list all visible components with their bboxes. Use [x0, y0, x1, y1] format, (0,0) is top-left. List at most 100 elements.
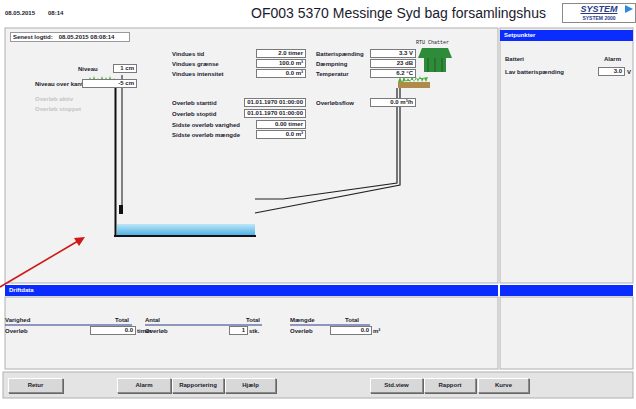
field-label: Niveau	[78, 66, 98, 73]
node-text: Kurve	[495, 382, 512, 388]
logo: SYSTEMSYSTEM 2000	[562, 3, 636, 23]
field-label: Vindues grænse	[172, 61, 219, 68]
field-label: Vindues intensitet	[172, 71, 224, 78]
field-label: Vindues tid	[172, 51, 204, 58]
node-text: Setpunkter	[504, 32, 535, 38]
value-field: -5 cm	[82, 79, 137, 88]
nav-button: Hjælp	[225, 378, 276, 393]
value-field: 1 cm	[113, 64, 137, 73]
basin-floor	[114, 235, 256, 237]
node-text: Senest logtid:	[13, 34, 53, 40]
value-field: 01.01.1970 01:00:00	[244, 109, 306, 118]
drift-band-right	[500, 285, 633, 296]
row-label: Overløb	[290, 328, 313, 335]
value-field: 3.3 V	[370, 49, 416, 58]
node-text: Std.view	[384, 382, 408, 388]
node-text: Driftdata	[9, 287, 34, 293]
field-label: Sidste overløb mængde	[172, 132, 240, 139]
field-label: Overløbsflow	[316, 100, 354, 107]
value-field: 0.0 m³	[256, 69, 306, 78]
drift-panel	[5, 297, 498, 369]
node-text: 1 cm	[120, 65, 134, 71]
button-bar	[3, 372, 633, 398]
panel-header: Setpunkter	[500, 30, 633, 41]
node-text: 01.01.1970 01:00:00	[247, 99, 303, 105]
node-text: 0.0	[125, 327, 133, 333]
row-label: stk.	[249, 328, 259, 335]
water	[117, 224, 255, 235]
node-text: 100.0 m³	[279, 60, 303, 66]
value-field: 0.0	[330, 326, 372, 335]
field-label: Overløb aktiv	[35, 96, 73, 103]
field-label: Niveau over kant	[35, 81, 83, 88]
node-text: SYSTEM	[563, 4, 635, 15]
value-field: 100.0 m³	[256, 59, 306, 68]
nav-button: Rapportering	[172, 378, 224, 393]
field-label: Lav batterispænding	[505, 69, 564, 76]
node-text: -5 cm	[118, 80, 134, 86]
unit-label: m³	[373, 328, 380, 335]
field-label: Overløb stoppet	[35, 106, 81, 113]
field-label: Dæmpning	[316, 61, 347, 68]
node-text: Rapportering	[179, 382, 217, 388]
field-label: Overløb starttid	[172, 100, 217, 107]
value-field: 0.0 m³/h	[370, 98, 416, 107]
drift-panel-right	[500, 297, 633, 369]
node-text: 1	[242, 327, 245, 333]
value-field: 23 dB	[370, 59, 416, 68]
node-subtext: 08.05.2015 08:08:14	[59, 34, 115, 40]
logo-triangle	[625, 5, 633, 13]
setpoint-panel	[500, 28, 633, 283]
table-header: Total	[246, 317, 260, 324]
node-text: 3.3 V	[399, 50, 413, 56]
main-panel	[5, 28, 498, 283]
field-label: Temperatur	[316, 71, 349, 78]
value-field: 1	[229, 326, 248, 335]
node-text: Retur	[28, 382, 44, 388]
rtu-icon	[418, 48, 452, 72]
node-text: 0.0 m³	[286, 70, 303, 76]
unit-label: V	[627, 69, 631, 76]
nav-button: Alarm	[117, 378, 171, 393]
node-text: 0.0 m³	[286, 131, 303, 137]
node-text: 0.0	[361, 327, 369, 333]
column-header: Alarm	[604, 56, 621, 63]
table-header: Antal	[145, 317, 160, 324]
screen-title: OF003 5370 Messinge Syd bag forsamlingsh…	[251, 5, 546, 21]
node-text: 2.0 timer	[278, 50, 303, 56]
row-label: Overløb	[5, 328, 28, 335]
nav-button: Std.view	[370, 378, 423, 393]
node-subtext: SYSTEM 2000	[563, 15, 635, 21]
field-label: Sidste overløb varighed	[172, 122, 240, 129]
level-sensor	[119, 205, 123, 214]
node-text: 0.0 m³/h	[390, 99, 413, 105]
value-field: 3.0	[598, 67, 625, 76]
table-header: Varighed	[5, 317, 30, 324]
sensor-wire	[122, 75, 123, 205]
field-label: Batterispænding	[316, 51, 364, 58]
device-name: RTU Chatter	[416, 40, 449, 47]
panel-header: Driftdata	[5, 285, 498, 296]
table-header: Total	[345, 317, 359, 324]
callout-arrowhead	[74, 237, 85, 246]
node-text: 23 dB	[397, 60, 413, 66]
nav-button: Kurve	[478, 378, 529, 393]
value-field: 0.0	[90, 326, 136, 335]
value-field: 6.2 °C	[370, 69, 416, 78]
value-field: 0.0 m³	[256, 130, 306, 139]
callout-arrow	[0, 241, 78, 287]
node-text: Alarm	[135, 382, 152, 388]
value-field: 0.00 timer	[256, 120, 306, 129]
value-field: 2.0 timer	[256, 49, 306, 58]
node-text: 6.2 °C	[396, 70, 413, 76]
table-header: Total	[115, 317, 129, 324]
node-text: 3.0	[614, 68, 622, 74]
log-time-box: Senest logtid: 08.05.2015 08:08:14	[10, 32, 130, 42]
nav-button: Rapport	[424, 378, 476, 393]
node-text: Hjælp	[242, 382, 259, 388]
column-header: Batteri	[505, 56, 524, 63]
basin-wall	[115, 88, 117, 236]
node-text: Rapport	[439, 382, 462, 388]
nav-button: Retur	[8, 378, 63, 393]
date: 08.05.2015	[5, 10, 35, 17]
